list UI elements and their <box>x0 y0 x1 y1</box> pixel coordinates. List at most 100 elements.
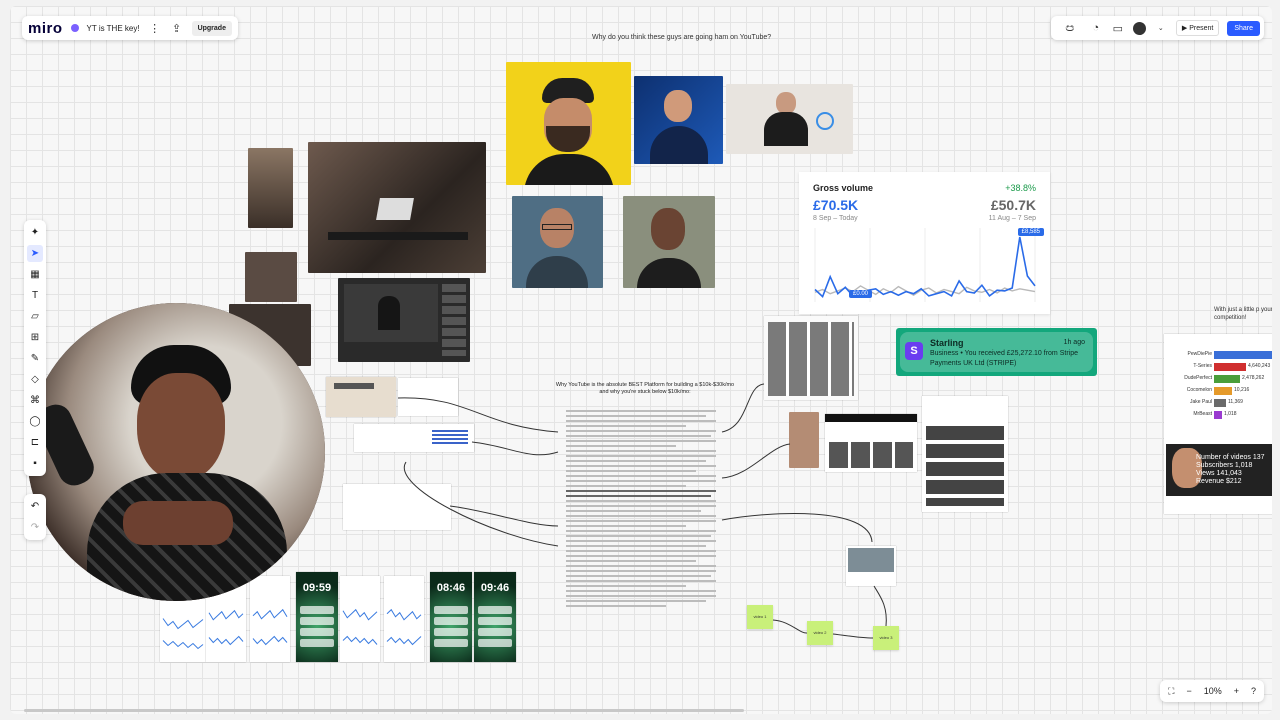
doc-text-line <box>566 525 686 527</box>
doc-text-line <box>566 430 716 432</box>
phone-analytics-screenshot[interactable] <box>160 592 206 662</box>
creator-photo-cap[interactable] <box>506 62 631 185</box>
doc-text-line <box>566 415 706 417</box>
templates-icon[interactable]: ⊞ <box>30 332 40 343</box>
lockscreen-notification <box>478 606 512 614</box>
phone-analytics-screenshot[interactable] <box>340 576 380 662</box>
zoom-in-icon[interactable]: + <box>1233 686 1239 696</box>
doc-text-line <box>566 580 716 582</box>
knitting-thumbnail[interactable] <box>326 377 396 417</box>
board-icon <box>70 24 79 32</box>
starling-brand: Starling <box>930 338 964 348</box>
reactions-icon[interactable]: ඏ <box>1065 21 1075 34</box>
ranking-bar <box>1214 399 1226 407</box>
sticky-video-3[interactable]: video 3 <box>873 626 899 650</box>
magic-icon[interactable]: ✦ <box>30 227 40 238</box>
present-button[interactable]: ▶ Present <box>1175 20 1220 36</box>
creator-photo-studio[interactable] <box>726 84 853 154</box>
ranking-stat: Revenue $212 <box>1196 478 1272 486</box>
ranking-bar <box>1214 351 1272 359</box>
zoom-out-icon[interactable]: − <box>1186 686 1192 696</box>
chat-icon[interactable]: ◔ <box>1092 22 1100 34</box>
avatar[interactable] <box>1132 21 1146 35</box>
doc-text-line <box>566 530 716 532</box>
ranking-value: 4,640,243 <box>1248 363 1271 369</box>
doc-text-line <box>566 485 686 487</box>
ranking-stat: Subscribers 1,018 <box>1196 462 1272 470</box>
studio-setup-photo[interactable] <box>308 142 486 273</box>
room-photo-small[interactable] <box>248 148 293 228</box>
frame-icon[interactable]: ▦ <box>30 269 40 280</box>
text-icon[interactable]: T <box>31 290 39 301</box>
chart-title: Gross volume <box>813 183 874 193</box>
lockscreen-notification <box>300 628 334 636</box>
shapes-icon[interactable]: ◇ <box>31 374 39 385</box>
sticky-video-2[interactable]: video 2 <box>807 621 833 645</box>
pen-icon[interactable]: ✎ <box>30 353 40 364</box>
lockscreen-notification <box>300 606 334 614</box>
creator-photo-suit[interactable] <box>634 76 723 164</box>
stat-value: 137 <box>1252 454 1265 461</box>
creator-photo-glasses[interactable] <box>512 196 603 288</box>
share-button[interactable]: Share <box>1227 20 1260 36</box>
doc-text-line <box>566 480 716 482</box>
ranking-bar <box>1214 387 1232 395</box>
gross-volume-card[interactable]: Gross volume +38.8% £70.5K £50.7K 8 Sep … <box>799 172 1050 314</box>
starling-logo-icon: S <box>905 342 923 360</box>
doc-text-line <box>566 490 716 492</box>
starling-time: 1h ago <box>1063 339 1085 346</box>
sticky-note-icon[interactable]: ▱ <box>31 311 39 322</box>
help-icon[interactable]: ? <box>1250 686 1256 696</box>
board-name[interactable]: YT is THE key! <box>86 23 140 33</box>
doc-text-line <box>566 420 716 422</box>
channel-page-screenshot[interactable] <box>825 414 917 472</box>
chevron-down-icon[interactable]: ⌄ <box>1157 25 1164 32</box>
creator-photo-headphones[interactable] <box>623 196 715 288</box>
analytics-screenshot[interactable] <box>343 484 451 530</box>
redo-icon[interactable]: ↷ <box>30 522 40 533</box>
stat-label: Views <box>1196 470 1217 477</box>
ranking-bar <box>1214 375 1240 383</box>
stat-label: Number of videos <box>1196 454 1253 461</box>
miro-logo[interactable]: miro <box>28 19 63 37</box>
room-video-thumb[interactable] <box>846 546 896 586</box>
side-note: With just a little p your competition! <box>1214 307 1272 321</box>
frame-tool-icon[interactable]: ⊏ <box>30 437 40 448</box>
connector-icon[interactable]: ⌘ <box>30 395 40 406</box>
comment-screenshot[interactable] <box>354 424 474 452</box>
doc-text-line <box>566 560 696 562</box>
zoom-level[interactable]: 10% <box>1203 686 1222 696</box>
upgrade-button[interactable]: Upgrade <box>191 20 232 36</box>
select-icon[interactable]: ➤ <box>27 245 43 262</box>
doc-text-line <box>566 410 716 412</box>
video-thumb-small[interactable] <box>245 252 297 302</box>
comment-icon[interactable]: ◯ <box>29 416 41 427</box>
more-vertical-icon[interactable]: ⋮ <box>149 22 161 35</box>
horizontal-scrollbar[interactable] <box>24 709 744 712</box>
ranking-name: Jake Paul <box>1190 399 1212 405</box>
canvas-board[interactable]: Why do you think these guys are going ha… <box>10 6 1272 714</box>
more-icon[interactable]: ▪ <box>33 458 37 469</box>
phone-analytics-screenshot[interactable] <box>384 576 424 662</box>
export-icon[interactable]: ⇪ <box>171 22 182 35</box>
person-video-thumb[interactable] <box>789 412 819 468</box>
video-info-screenshot[interactable] <box>398 378 458 416</box>
doc-text-line <box>566 500 716 502</box>
mobile-channel-screenshot[interactable] <box>922 396 1008 512</box>
phone-lockscreen[interactable]: 08:46 <box>430 572 472 662</box>
phone-lockscreen[interactable]: 09:46 <box>474 572 516 662</box>
doc-text-line <box>566 520 716 522</box>
undo-icon[interactable]: ↶ <box>30 501 40 512</box>
doc-text-line <box>566 495 711 497</box>
fit-to-screen-icon[interactable]: ⛶ <box>1168 685 1175 696</box>
video-call-icon[interactable]: ▭ <box>1112 22 1124 35</box>
sticky-video-1[interactable]: video 1 <box>747 605 773 629</box>
youtube-video-screenshot[interactable] <box>338 278 470 362</box>
youtube-grid-screenshot[interactable] <box>764 316 858 400</box>
starling-notification[interactable]: S Starling 1h ago Business • You receive… <box>896 328 1097 376</box>
